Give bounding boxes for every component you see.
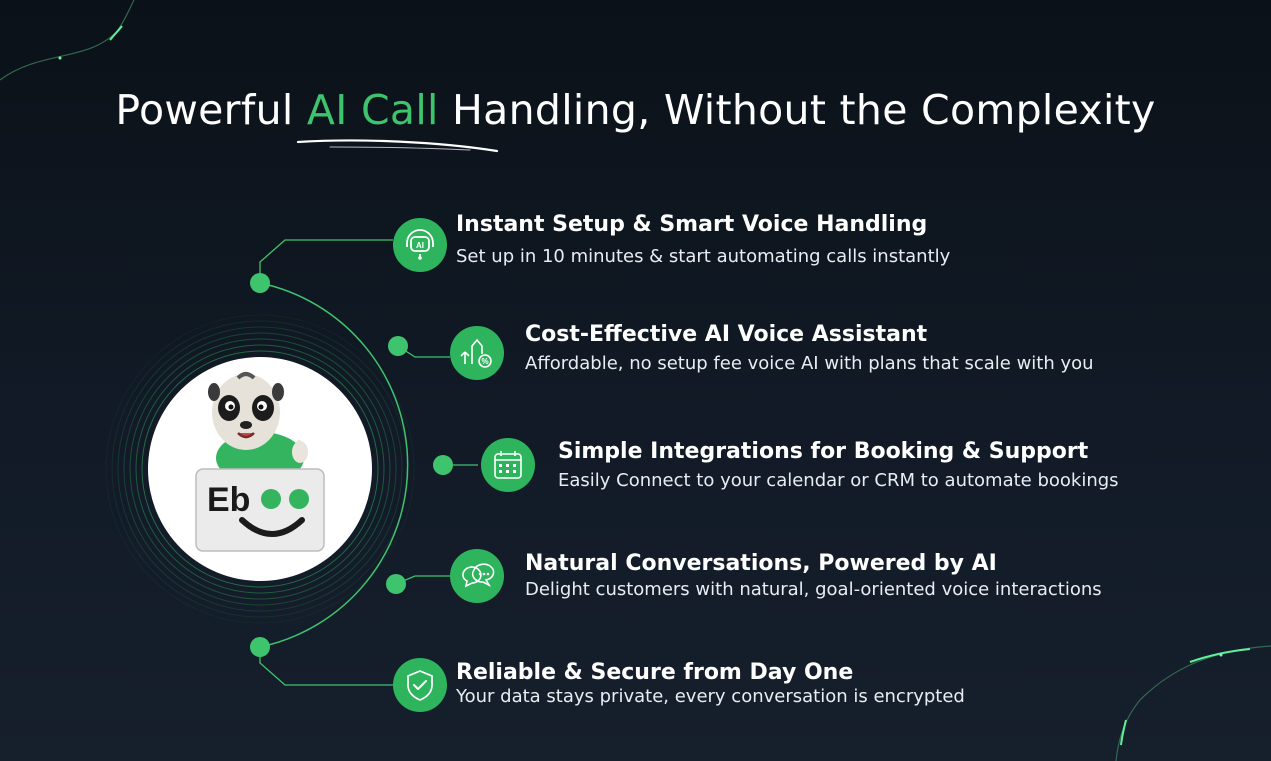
page-title: Powerful AI Call Handling, Without the C… [0, 86, 1271, 134]
feature-title: Natural Conversations, Powered by AI [525, 551, 997, 576]
title-suffix: Handling, Without the Complexity [438, 86, 1156, 134]
shield-check-icon [393, 658, 447, 712]
feature-description: Your data stays private, every conversat… [456, 686, 965, 707]
feature-description: Easily Connect to your calendar or CRM t… [558, 470, 1119, 491]
title-accent: AI Call [306, 86, 439, 134]
svg-text:AI: AI [416, 241, 424, 250]
title-prefix: Powerful [115, 86, 307, 134]
growth-percent-icon: % [450, 326, 504, 380]
logo-letters: Eb [207, 481, 251, 519]
feature-description: Set up in 10 minutes & start automating … [456, 246, 951, 267]
feature-title: Instant Setup & Smart Voice Handling [456, 212, 928, 237]
chat-bubbles-icon [450, 549, 504, 603]
feature-description: Delight customers with natural, goal-ori… [525, 579, 1102, 600]
connector-dots [250, 273, 453, 657]
feature-title: Cost-Effective AI Voice Assistant [525, 322, 928, 347]
feature-title: Reliable & Secure from Day One [456, 660, 854, 685]
feature-description: Affordable, no setup fee voice AI with p… [525, 353, 1094, 374]
ai-headset-icon: AI [393, 218, 447, 272]
svg-text:%: % [481, 357, 488, 366]
feature-title: Simple Integrations for Booking & Suppor… [558, 439, 1089, 464]
orbit-arc [259, 282, 409, 648]
calendar-icon [481, 438, 535, 492]
